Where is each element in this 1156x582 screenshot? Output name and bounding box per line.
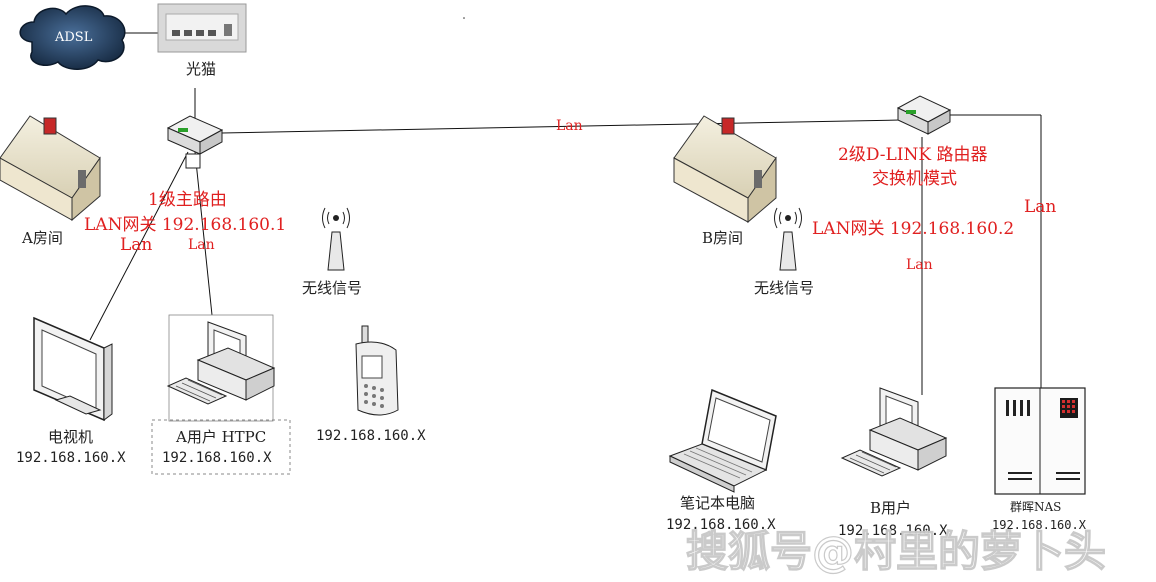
htpc-ip: 192.168.160.X [162, 450, 272, 466]
router1-router2-link [221, 119, 901, 134]
wifi-b-label: 无线信号 [754, 279, 814, 297]
laptop-icon [668, 388, 777, 493]
router2-title: 2级D-LINK 路由器 [838, 145, 988, 165]
b-user-computer-icon [840, 387, 948, 477]
laptop-name: 笔记本电脑 [680, 494, 755, 512]
nas-name: 群晖NAS [1010, 500, 1061, 514]
adsl-cloud-icon [19, 5, 126, 70]
htpc-name: A用户 HTPC [175, 428, 266, 446]
router-1-icon [166, 115, 224, 169]
nas-server-icon [994, 387, 1086, 495]
optical-modem-icon [157, 3, 247, 53]
tv-name: 电视机 [48, 428, 93, 446]
wifi-antenna-b-icon [774, 207, 802, 271]
lan-label-nas: Lan [1024, 197, 1056, 217]
router-2-icon [896, 95, 952, 135]
lan-label-tv: Lan [120, 235, 152, 255]
watermark: 搜狐号@村里的萝卜头 [686, 527, 1106, 576]
lan-label-buser: Lan [906, 257, 933, 273]
house-b-icon [673, 115, 777, 224]
lan-label-htpc: Lan [188, 237, 215, 253]
router1-gateway: LAN网关 192.168.160.1 [84, 215, 286, 235]
htpc-label-box [151, 419, 291, 475]
lan-label-top: Lan [556, 118, 583, 134]
router1-tv-link [89, 151, 189, 341]
b-user-name: B用户 [870, 499, 911, 517]
router2-gateway: LAN网关 192.168.160.2 [812, 219, 1014, 239]
router2-mode: 交换机模式 [872, 169, 957, 189]
room-a-label: A房间 [21, 229, 63, 247]
router1-htpc-link [194, 151, 213, 316]
adsl-label: ADSL [54, 30, 93, 45]
room-b-label: B房间 [702, 229, 743, 247]
htpc-computer-icon [166, 321, 276, 405]
nas-ip: 192.168.160.X [992, 518, 1087, 532]
b-user-ip: 192.168.160.X [838, 523, 948, 539]
tv-monitor-icon [33, 316, 113, 422]
stray-dot [463, 17, 465, 19]
wifi-antenna-a-icon [322, 207, 350, 271]
laptop-ip: 192.168.160.X [666, 517, 776, 533]
modem-label: 光猫 [186, 60, 216, 78]
phone-ip: 192.168.160.X [316, 428, 426, 444]
router1-title: 1级主路由 [148, 190, 227, 210]
connection-lines [89, 32, 1042, 395]
house-a-icon [0, 115, 101, 222]
tv-ip: 192.168.160.X [16, 450, 126, 466]
wifi-a-label: 无线信号 [302, 279, 362, 297]
mobile-phone-icon [355, 325, 399, 416]
